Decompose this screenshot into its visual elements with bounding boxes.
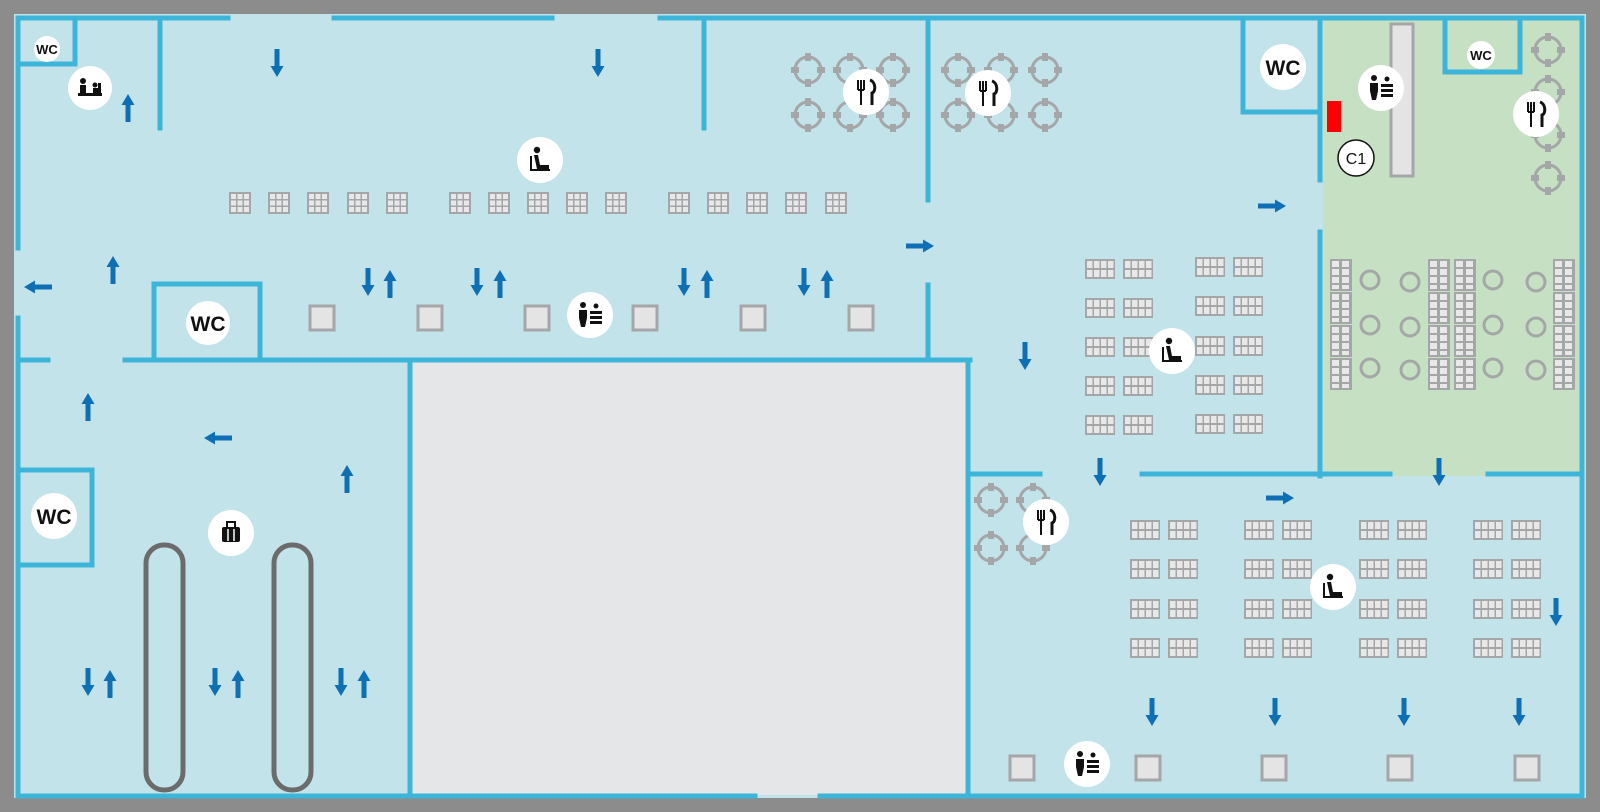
baggage-carousel-2 xyxy=(271,542,314,793)
restaurant-icon xyxy=(965,70,1011,116)
wc-label: WC xyxy=(1470,48,1492,63)
information-desk-icon xyxy=(567,292,613,338)
gate-c1-label: C1 xyxy=(1337,139,1375,177)
waiting-area-icon xyxy=(1149,328,1195,374)
seating-upper-corridor xyxy=(229,192,847,214)
wc-icon: WC xyxy=(1260,44,1306,90)
location-marker xyxy=(1327,101,1341,132)
wc-icon: WC xyxy=(31,493,77,539)
restaurant-icon xyxy=(1023,499,1069,545)
family-icon xyxy=(68,66,112,110)
wc-icon: WC xyxy=(1467,41,1495,69)
lounge-seating xyxy=(1330,259,1575,390)
wc-label: WC xyxy=(1266,57,1301,80)
wc-label: WC xyxy=(36,42,58,57)
baggage-claim-icon xyxy=(208,510,254,556)
information-desk-icon xyxy=(1358,65,1404,111)
baggage-carousel-1 xyxy=(143,542,186,793)
restricted-area xyxy=(412,360,968,795)
information-desk-icon xyxy=(1064,741,1110,787)
baggage-carousels xyxy=(143,542,314,793)
wc-label: WC xyxy=(37,506,72,529)
walls xyxy=(15,15,1585,799)
waiting-area-icon xyxy=(517,137,563,183)
wc-icon: WC xyxy=(34,36,60,62)
wc-icon: WC xyxy=(186,301,230,345)
restaurant-icon xyxy=(843,69,889,115)
restaurant-icon xyxy=(1513,91,1559,137)
gate-label: C1 xyxy=(1346,151,1367,168)
wc-label: WC xyxy=(191,313,226,336)
waiting-area-icon xyxy=(1310,564,1356,610)
